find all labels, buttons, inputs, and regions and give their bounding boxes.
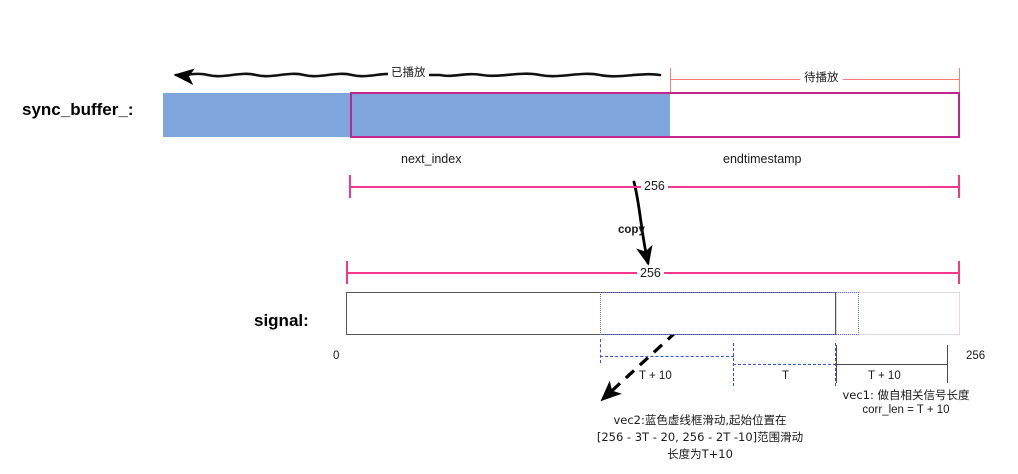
next-index-label: next_index — [401, 152, 462, 166]
source-length-tick-right — [958, 175, 960, 198]
segment-vec2-tick-left — [600, 339, 601, 363]
segment-vec1-tick-right — [947, 345, 948, 383]
signal-axis-start: 0 — [333, 350, 340, 362]
signal-main-box — [346, 292, 836, 335]
signal-row-label: signal: — [254, 311, 309, 330]
segment-label-1: T — [782, 370, 790, 382]
dest-length-tick-left — [346, 261, 348, 284]
signal-tail-region — [836, 292, 960, 335]
vec2-sliding-window — [600, 292, 859, 335]
vec1-annotation-line2: corr_len = T + 10 — [862, 404, 950, 416]
segment-gap-tick-right — [835, 343, 836, 386]
segment-vec1-tick-left — [836, 345, 837, 383]
source-length-tick-left — [349, 175, 351, 198]
pending-label: 待播放 — [800, 70, 843, 85]
sync-buffer-played-fill — [163, 93, 670, 137]
copy-arrow-label: copy — [618, 224, 645, 236]
source-length-value: 256 — [641, 179, 668, 194]
signal-axis-end: 256 — [966, 350, 986, 362]
sync-buffer-row-label: sync_buffer_: — [22, 100, 134, 119]
played-label: 已播放 — [388, 65, 429, 80]
segment-label-2: T + 10 — [868, 370, 901, 382]
dest-length-value: 256 — [637, 266, 664, 281]
endtimestamp-label: endtimestamp — [723, 152, 802, 166]
segment-vec1-rule — [836, 364, 948, 365]
vec1-annotation-line1: vec1: 做自相关信号长度 — [842, 388, 970, 402]
sync-buffer-active-region — [350, 92, 960, 138]
segment-label-0: T + 10 — [639, 370, 672, 382]
dest-length-tick-right — [958, 261, 960, 284]
segment-gap-rule — [733, 364, 836, 365]
pending-measure-tick-left — [670, 68, 671, 92]
vec2-annotation-line1: vec2:蓝色虚线框滑动,起始位置在 — [613, 413, 787, 427]
vec2-annotation-line2: [256 - 3T - 20, 256 - 2T -10]范围滑动 — [596, 430, 804, 444]
vec2-annotation-line3: 长度为T+10 — [667, 447, 733, 461]
pending-measure-tick-right — [959, 68, 960, 92]
segment-vec2-rule — [600, 356, 734, 357]
